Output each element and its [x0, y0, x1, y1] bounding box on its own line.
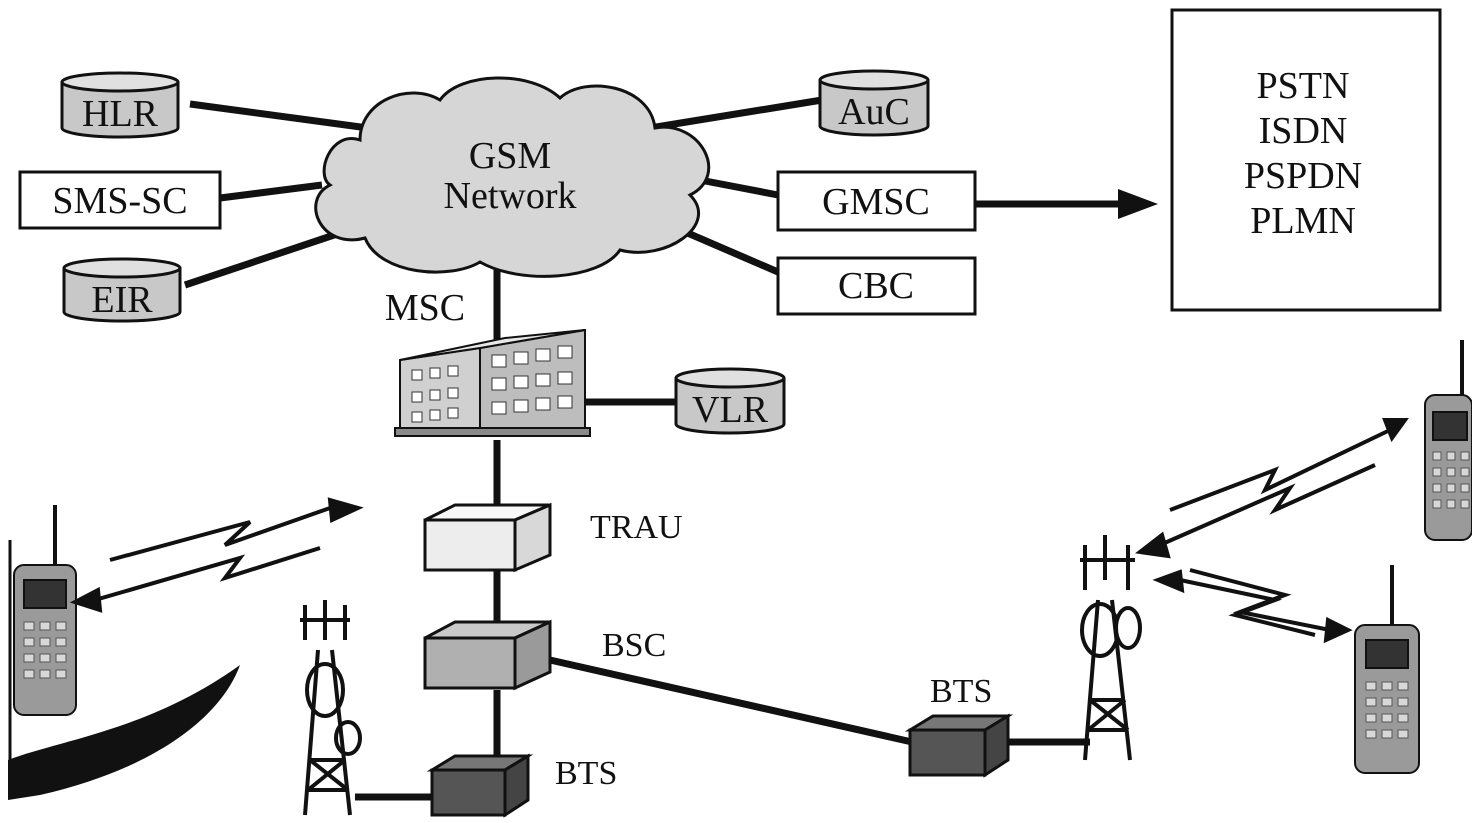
hlr-database: HLR: [60, 71, 180, 139]
antenna-tower-left-icon: [300, 600, 362, 816]
link-eir-cloud: [183, 224, 357, 289]
cbc-box: CBC: [776, 256, 977, 316]
bts-right-label: BTS: [930, 673, 992, 710]
arrow-head-external: [1118, 189, 1158, 219]
radio-link-top-right: [1135, 418, 1409, 559]
gmsc-box: GMSC: [776, 170, 977, 232]
msc-label: MSC: [385, 287, 465, 329]
left-hand-shape: [8, 665, 240, 800]
external-networks-box: PSTN ISDN PSPDN PLMN: [1170, 8, 1442, 312]
bsc-box-icon: [423, 619, 552, 691]
trau-label: TRAU: [590, 509, 683, 546]
radio-link-bottom-right: [1152, 568, 1353, 644]
msc-building-icon: [394, 328, 591, 437]
cbc-label: CBC: [838, 265, 914, 307]
auc-label: AuC: [838, 91, 910, 133]
external-network-3: PSPDN: [1244, 155, 1362, 197]
external-network-4: PLMN: [1250, 200, 1356, 242]
cloud-label-line2: Network: [444, 175, 577, 217]
link-smssc-cloud: [219, 181, 323, 202]
trau-box-icon: [423, 502, 552, 573]
eir-label: EIR: [91, 279, 153, 321]
eir-database: EIR: [62, 257, 182, 323]
mobile-phone-left-icon: [13, 505, 77, 716]
vlr-label: VLR: [692, 389, 769, 431]
antenna-tower-right-icon: [1080, 535, 1142, 761]
bsc-label: BSC: [602, 627, 666, 664]
sms-sc-box: SMS-SC: [18, 170, 222, 230]
link-gmsc-cloud: [699, 176, 779, 199]
vlr-database: VLR: [674, 367, 786, 435]
cloud-label-line1: GSM: [469, 135, 551, 177]
radio-link-left: [69, 497, 364, 613]
link-auc-cloud: [649, 96, 823, 132]
bts-left-label: BTS: [555, 755, 617, 792]
mobile-phone-top-right-icon: [1424, 340, 1472, 541]
gmsc-label: GMSC: [822, 181, 930, 223]
bts-left-box-icon: [426, 753, 534, 818]
hlr-label: HLR: [82, 93, 159, 135]
sms-sc-label: SMS-SC: [52, 180, 187, 222]
external-network-1: PSTN: [1257, 65, 1350, 107]
link-hlr-cloud: [189, 100, 369, 132]
auc-database: AuC: [818, 69, 930, 137]
external-network-2: ISDN: [1259, 110, 1348, 152]
link-bsc-bts-right: [549, 656, 913, 746]
bts-right-box-icon: [904, 713, 1014, 778]
mobile-phone-bottom-right-icon: [1354, 565, 1420, 774]
gsm-network-cloud: GSM Network: [314, 76, 711, 278]
